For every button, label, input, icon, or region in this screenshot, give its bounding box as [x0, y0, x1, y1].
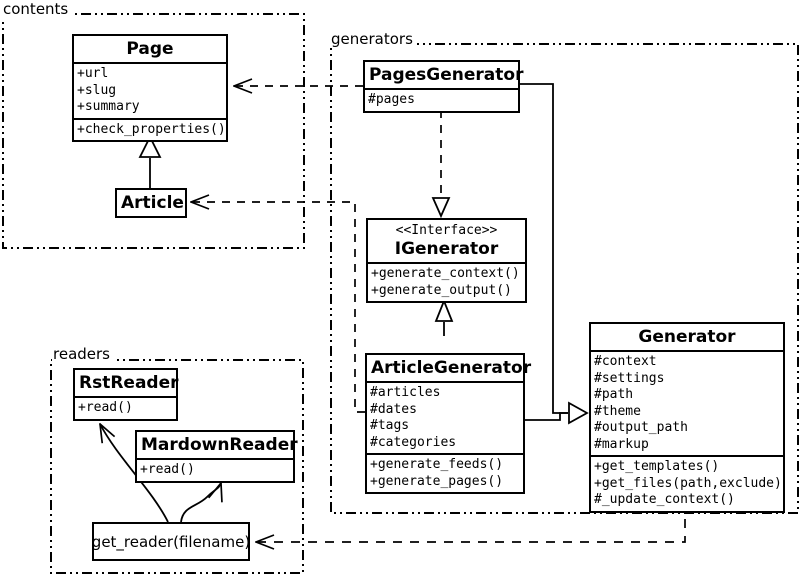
class-attribute: +slug: [77, 82, 117, 98]
class-method: +read(): [140, 462, 195, 477]
attributes-compartment: #articles #dates #tags #categories: [367, 381, 523, 453]
class-stereotype: <<Interface>>: [395, 223, 498, 238]
class-method: +check_properties(): [77, 121, 226, 137]
class-attribute: #dates: [370, 401, 417, 417]
class-method: #_update_context(): [594, 492, 735, 507]
package-border-contents: [2, 13, 305, 249]
edge-articlegenerator-generator-inheritance: [525, 412, 568, 421]
edge-articlegenerator-article-dependency: [191, 202, 365, 413]
methods-compartment: +generate_context() +generate_output(): [368, 262, 525, 301]
class-title-generator: Generator: [638, 327, 736, 347]
class-title-pagesgenerator: PagesGenerator: [369, 65, 524, 85]
class-method: +generate_pages(): [370, 473, 504, 489]
class-box-article: Article: [115, 188, 187, 218]
class-method: +read(): [78, 400, 133, 415]
edge-generator-getreader-dependency: [256, 502, 686, 542]
inheritance-triangle-igenerator: [434, 298, 454, 322]
class-attribute: #theme: [594, 403, 641, 419]
class-attribute: +summary: [77, 99, 140, 114]
class-title-rstreader: RstReader: [79, 373, 179, 393]
methods-compartment: +get_templates() +get_files(path,exclude…: [591, 455, 783, 511]
class-method: +get_templates(): [594, 459, 720, 474]
methods-compartment: +read(): [75, 396, 176, 419]
methods-compartment: +generate_feeds() +generate_pages(): [367, 453, 523, 492]
edge-getreader-rstreader: [100, 424, 169, 523]
package-label-contents: contents: [2, 1, 73, 18]
class-box-mardownreader: MardownReader +read(): [135, 430, 298, 483]
class-title-igenerator: IGenerator: [394, 239, 499, 259]
class-box-page: Page +url +slug +summary +check_properti…: [72, 34, 228, 142]
class-attribute: #pages: [368, 92, 415, 107]
class-method: +generate_feeds(): [370, 457, 504, 472]
class-attribute: #articles: [370, 385, 441, 400]
package-label-generators: generators: [330, 31, 417, 48]
class-title-page: Page: [126, 39, 174, 59]
class-box-igenerator: <<Interface>> IGenerator +generate_conte…: [366, 218, 527, 303]
class-box-pagesgenerator: PagesGenerator #pages: [363, 60, 524, 113]
class-attribute: #tags: [370, 418, 410, 433]
class-title-articlegenerator: ArticleGenerator: [371, 358, 532, 378]
attributes-compartment: #pages: [365, 88, 518, 111]
title-compartment: <<Interface>> IGenerator: [368, 220, 525, 262]
class-title-mardownreader: MardownReader: [141, 435, 298, 455]
class-attribute: #context: [594, 354, 657, 369]
methods-compartment: +check_properties(): [74, 117, 226, 141]
realization-triangle-igenerator: [431, 197, 451, 219]
class-attribute: #settings: [594, 370, 665, 386]
attributes-compartment: +url +slug +summary: [74, 62, 226, 118]
methods-compartment: +read(): [137, 458, 293, 481]
edge-getreader-mardownreader: [180, 483, 221, 523]
class-title-article: Article: [121, 193, 184, 213]
inheritance-triangle-generator: [568, 401, 589, 425]
class-box-rstreader: RstReader +read(): [73, 368, 179, 421]
class-box-articlegenerator: ArticleGenerator #articles #dates #tags …: [365, 353, 532, 494]
class-method: +generate_context(): [371, 266, 520, 281]
class-attribute: #markup: [594, 436, 649, 452]
package-label-readers: readers: [52, 346, 114, 363]
class-box-generator: Generator #context #settings #path #them…: [589, 322, 785, 513]
inheritance-triangle-page: [138, 134, 162, 158]
class-method: +generate_output(): [371, 282, 512, 298]
package-border-readers: [50, 359, 304, 574]
class-attribute: #categories: [370, 434, 457, 450]
class-attribute: #output_path: [594, 420, 688, 435]
class-attribute: +url: [77, 66, 109, 81]
class-method: +get_files(path,exclude): [594, 475, 782, 491]
attributes-compartment: #context #settings #path #theme #output_…: [591, 350, 783, 455]
class-attribute: #path: [594, 387, 634, 402]
function-box-getreader: get_reader(filename): [92, 522, 250, 561]
